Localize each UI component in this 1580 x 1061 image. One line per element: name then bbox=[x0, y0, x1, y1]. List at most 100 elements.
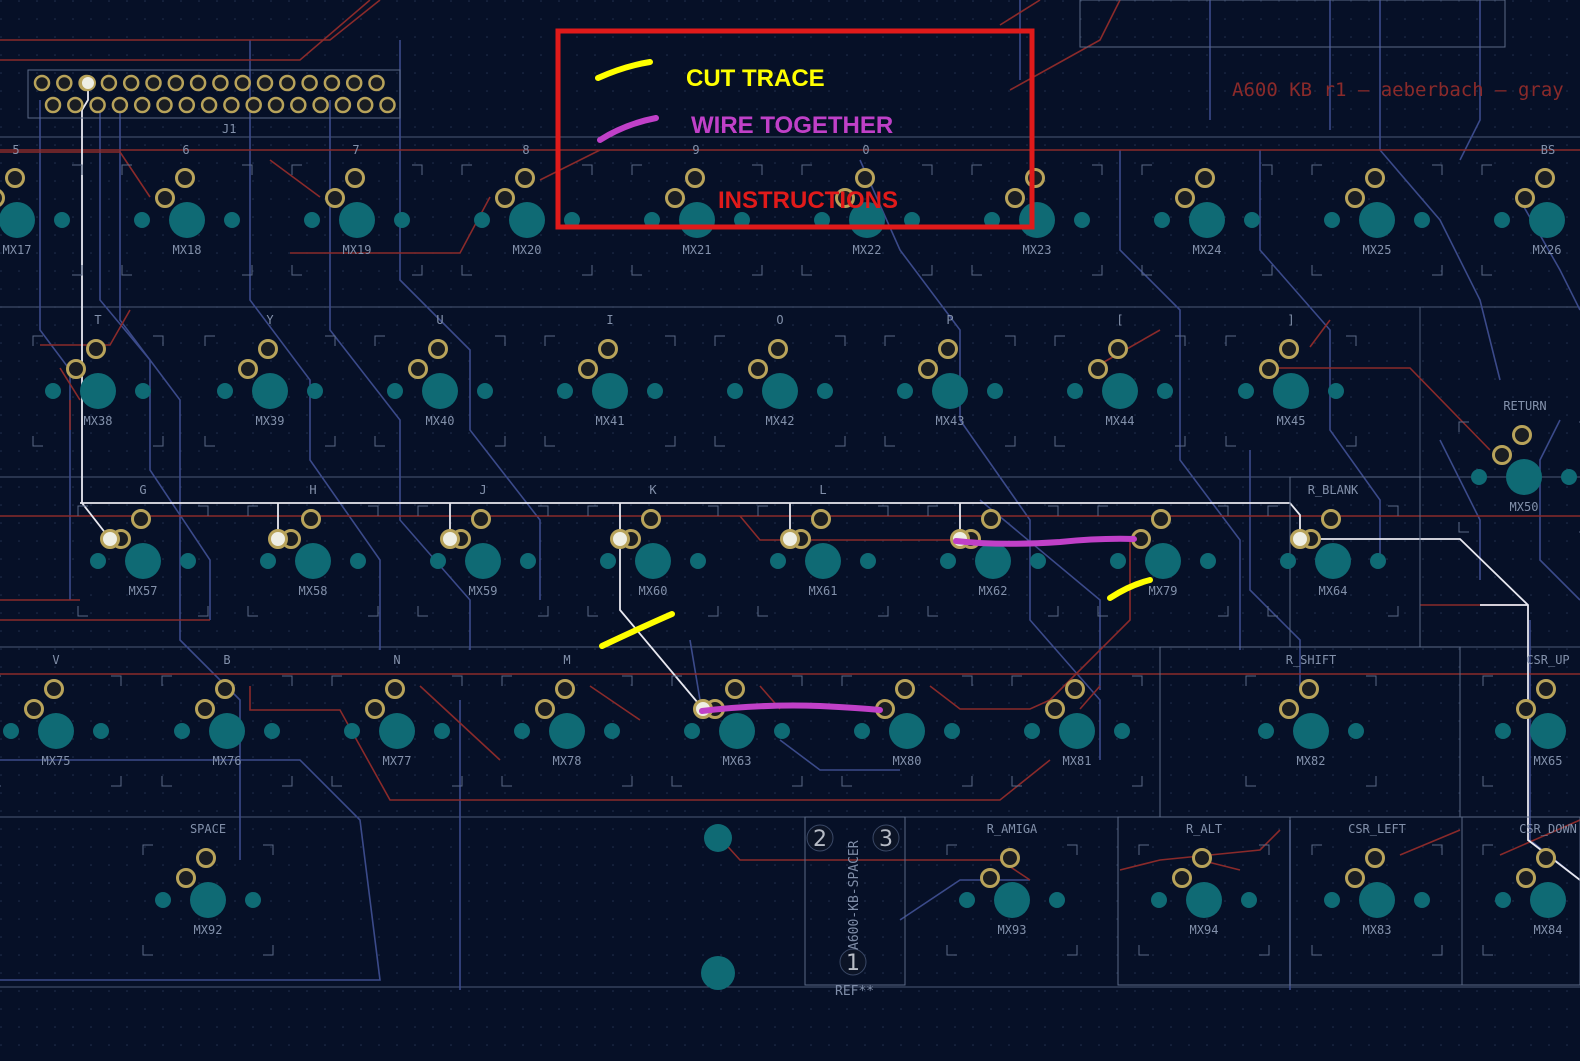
switch-center-hole bbox=[762, 373, 798, 409]
switch-peg bbox=[474, 212, 490, 228]
switch-pin bbox=[918, 359, 938, 379]
courtyard-corners bbox=[72, 164, 83, 276]
switch-peg bbox=[1280, 553, 1296, 569]
switch-mx50: MX50 bbox=[1458, 421, 1580, 533]
key-legend-l: L bbox=[819, 483, 826, 497]
switch-pin bbox=[980, 868, 1000, 888]
switch-mx93: MX93 bbox=[946, 844, 1078, 956]
switch-peg bbox=[245, 892, 261, 908]
switch-reference: MX58 bbox=[299, 584, 328, 598]
switch-peg bbox=[54, 212, 70, 228]
courtyard-corners bbox=[77, 505, 209, 617]
switch-peg bbox=[477, 383, 493, 399]
legend-wire-swatch bbox=[597, 115, 659, 143]
switch-reference: MX45 bbox=[1277, 414, 1306, 428]
switch-center-hole bbox=[1530, 882, 1566, 918]
switch-pin bbox=[1345, 188, 1365, 208]
switch-center-hole bbox=[125, 543, 161, 579]
switch-center-hole bbox=[1273, 373, 1309, 409]
switch-peg bbox=[1370, 553, 1386, 569]
switch-pin bbox=[1151, 509, 1171, 529]
switch-pin bbox=[238, 359, 258, 379]
connector-j1: J1 bbox=[27, 69, 401, 136]
switch-peg bbox=[1030, 553, 1046, 569]
switch-peg bbox=[684, 723, 700, 739]
switch-mx82: MX82 bbox=[1245, 675, 1377, 787]
switch-peg bbox=[434, 723, 450, 739]
legend-cut-swatch bbox=[595, 59, 653, 81]
switch-mx83: MX83 bbox=[1311, 844, 1443, 956]
switch-pin bbox=[665, 188, 685, 208]
switch-pin bbox=[1321, 509, 1341, 529]
switch-mx80: MX80 bbox=[841, 675, 973, 787]
switch-mx78: MX78 bbox=[501, 675, 633, 787]
switch-peg bbox=[307, 383, 323, 399]
switch-center-hole bbox=[209, 713, 245, 749]
switch-peg bbox=[1328, 383, 1344, 399]
switch-peg bbox=[350, 553, 366, 569]
courtyard-corners bbox=[946, 844, 1078, 956]
switch-pin bbox=[408, 359, 428, 379]
switch-pin bbox=[1172, 868, 1192, 888]
switch-reference: MX24 bbox=[1193, 243, 1222, 257]
legend-frame bbox=[555, 28, 1035, 230]
switch-pin bbox=[1535, 168, 1555, 188]
connector-pin bbox=[189, 74, 207, 92]
connector-pin bbox=[345, 74, 363, 92]
switch-reference: MX75 bbox=[42, 754, 71, 768]
switch-peg bbox=[260, 553, 276, 569]
switch-reference: MX79 bbox=[1149, 584, 1178, 598]
switch-mx20: MX20 bbox=[461, 164, 593, 276]
switch-pin bbox=[1005, 188, 1025, 208]
switch-peg bbox=[647, 383, 663, 399]
wire-together-marks bbox=[597, 115, 1137, 714]
courtyard-corners bbox=[1245, 675, 1377, 787]
key-legend-t: T bbox=[94, 313, 101, 327]
switch-peg bbox=[1157, 383, 1173, 399]
courtyard-corners bbox=[417, 505, 549, 617]
switch-pin bbox=[215, 679, 235, 699]
connector-pin bbox=[167, 74, 185, 92]
key-legend-m: M bbox=[563, 653, 570, 667]
connector-pin bbox=[245, 96, 262, 114]
key-legend-u: U bbox=[436, 313, 443, 327]
spacer-pad-1: 1 bbox=[846, 951, 860, 976]
switch-mx42: MX42 bbox=[714, 335, 846, 447]
switch-pin bbox=[1345, 868, 1365, 888]
courtyard-corners bbox=[631, 164, 763, 276]
cut-mark-mx60 bbox=[599, 611, 675, 649]
switch-reference: MX78 bbox=[553, 754, 582, 768]
cut-mark-mx79 bbox=[1107, 577, 1153, 601]
switch-center-hole bbox=[38, 713, 74, 749]
courtyard-corners bbox=[884, 335, 1016, 447]
key-legend-r-blank: R_BLANK bbox=[1308, 483, 1359, 497]
courtyard-corners bbox=[1054, 335, 1186, 447]
switch-pin bbox=[768, 339, 788, 359]
switch-peg bbox=[987, 383, 1003, 399]
switch-peg bbox=[1471, 469, 1487, 485]
courtyard-corners bbox=[1311, 164, 1443, 276]
key-legend-9: 9 bbox=[692, 143, 699, 157]
switch-pin bbox=[598, 339, 618, 359]
footprint-frames bbox=[804, 0, 1580, 986]
switch-peg bbox=[1024, 723, 1040, 739]
switch-pin bbox=[195, 699, 215, 719]
courtyard-corners bbox=[1225, 335, 1357, 447]
switch-reference: MX43 bbox=[936, 414, 965, 428]
back-copper-traces bbox=[0, 0, 1580, 990]
switch-pin bbox=[471, 509, 491, 529]
switch-peg bbox=[514, 723, 530, 739]
switch-center-hole bbox=[80, 373, 116, 409]
switch-center-hole bbox=[190, 882, 226, 918]
switch-reference: MX20 bbox=[513, 243, 542, 257]
switch-pin bbox=[86, 339, 106, 359]
switch-peg bbox=[734, 212, 750, 228]
switch-peg bbox=[727, 383, 743, 399]
connector-pin bbox=[67, 96, 84, 114]
switch-pin bbox=[1515, 188, 1535, 208]
key-legend-i: I bbox=[606, 313, 613, 327]
spacer-footprint: 2 3 1 A600-KB-SPACER REF** bbox=[701, 824, 900, 999]
switch-peg bbox=[897, 383, 913, 399]
